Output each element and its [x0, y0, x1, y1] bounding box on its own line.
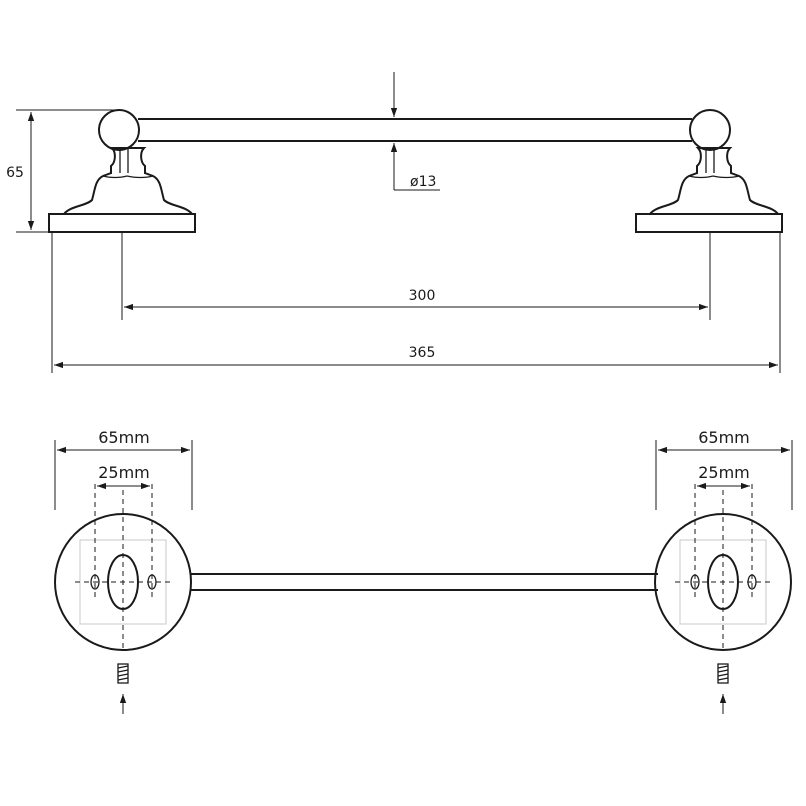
rail-bar: [138, 118, 692, 142]
height-label: 65: [6, 165, 24, 181]
left-hole-spacing-label: 25mm: [98, 463, 150, 482]
center-distance-label: 300: [409, 288, 436, 304]
height-dimension: 65: [6, 109, 116, 233]
right-base-width-label: 65mm: [698, 428, 750, 447]
center-distance-dimension: 300: [121, 232, 711, 320]
right-base-width-dimension: 65mm: [655, 428, 793, 510]
overall-length-dimension: 365: [51, 232, 781, 373]
diameter-label: ø13: [410, 174, 436, 190]
left-base-width-dimension: 65mm: [54, 428, 193, 510]
overall-length-label: 365: [409, 345, 436, 361]
left-bracket: [48, 109, 196, 233]
right-rosette: [654, 484, 792, 714]
set-screw: [117, 663, 129, 684]
front-view: 65mm 25mm: [54, 428, 793, 714]
left-hole-spacing-dimension: 25mm: [97, 463, 150, 490]
right-hole-spacing-dimension: 25mm: [697, 463, 750, 490]
left-rosette: [54, 484, 192, 714]
left-base-width-label: 65mm: [98, 428, 150, 447]
side-view: 65 ø13 300 365: [6, 72, 783, 373]
front-rail: [190, 573, 658, 591]
set-screw: [717, 663, 729, 684]
right-hole-spacing-label: 25mm: [698, 463, 750, 482]
right-bracket: [635, 109, 783, 233]
diameter-callout: ø13: [390, 72, 440, 191]
